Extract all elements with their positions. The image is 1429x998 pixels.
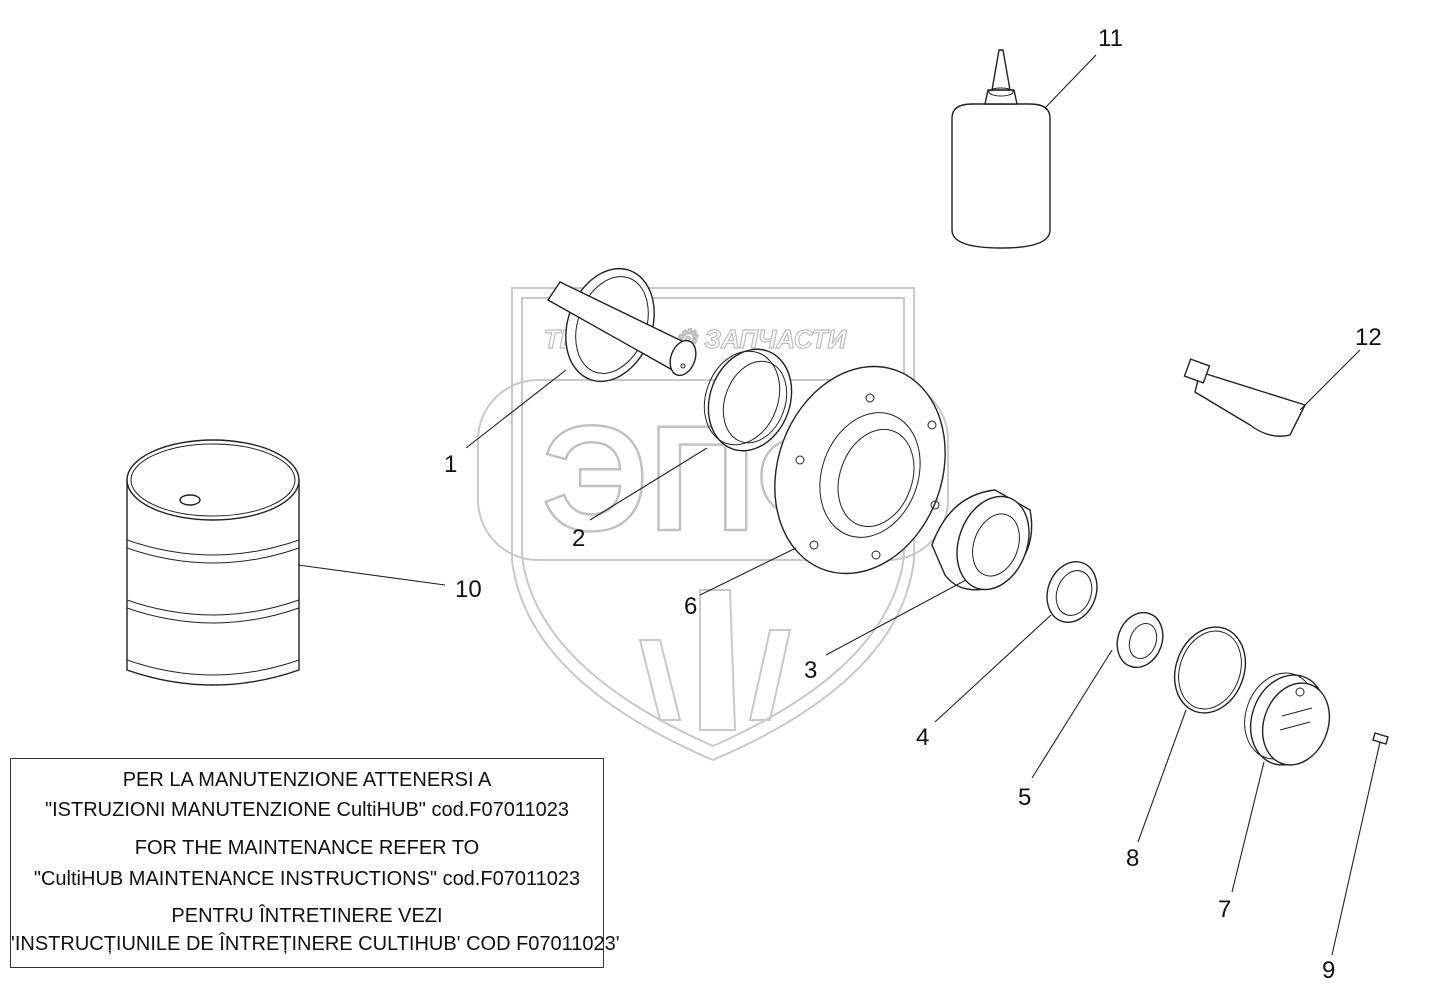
part-6-hub-flange — [774, 365, 946, 575]
part-3-bearing — [931, 489, 1033, 591]
part-12-grease-tube — [1183, 358, 1306, 437]
callout-1: 1 — [444, 451, 457, 478]
note-line-6: 'INSTRUCȚIUNILE DE ÎNTREȚINERE CULTIHUB'… — [11, 933, 620, 955]
part-8-o-ring — [1173, 626, 1247, 714]
callout-3: 3 — [804, 657, 817, 684]
callout-9: 9 — [1322, 957, 1335, 984]
part-1-spindle — [546, 267, 697, 383]
part-2-seal-ring — [703, 348, 793, 452]
part-7-hub-cap — [1244, 672, 1331, 766]
callout-labels: 11 12 10 1 2 6 3 4 5 8 7 9 — [444, 25, 1382, 984]
note-line-1: PER LA MANUTENZIONE ATTENERSI A — [122, 769, 492, 791]
leader-lines — [297, 54, 1381, 956]
callout-8: 8 — [1126, 845, 1139, 872]
part-4-washer — [1046, 561, 1098, 623]
note-line-3: FOR THE MAINTENANCE REFER TO — [134, 837, 480, 859]
part-11-grease-bottle — [951, 49, 1051, 249]
callout-7: 7 — [1218, 896, 1231, 923]
callout-2: 2 — [572, 525, 585, 552]
note-line-2: "ISTRUZIONI MANUTENZIONE CultiHUB" cod.F… — [45, 799, 569, 821]
callout-12: 12 — [1355, 324, 1382, 351]
part-9-screw — [1372, 732, 1389, 745]
note-line-4: "CultiHUB MAINTENANCE INSTRUCTIONS" cod.… — [33, 868, 581, 890]
note-line-5: PENTRU ÎNTRETINERE VEZI — [171, 905, 443, 927]
callout-4: 4 — [916, 724, 929, 751]
part-5-nut — [1116, 611, 1164, 669]
callout-10: 10 — [455, 576, 482, 603]
callout-5: 5 — [1018, 784, 1031, 811]
callout-6: 6 — [684, 593, 697, 620]
part-10-oil-drum — [126, 439, 300, 686]
maintenance-note-box: PER LA MANUTENZIONE ATTENERSI A "ISTRUZI… — [10, 758, 620, 968]
callout-11: 11 — [1098, 25, 1123, 52]
